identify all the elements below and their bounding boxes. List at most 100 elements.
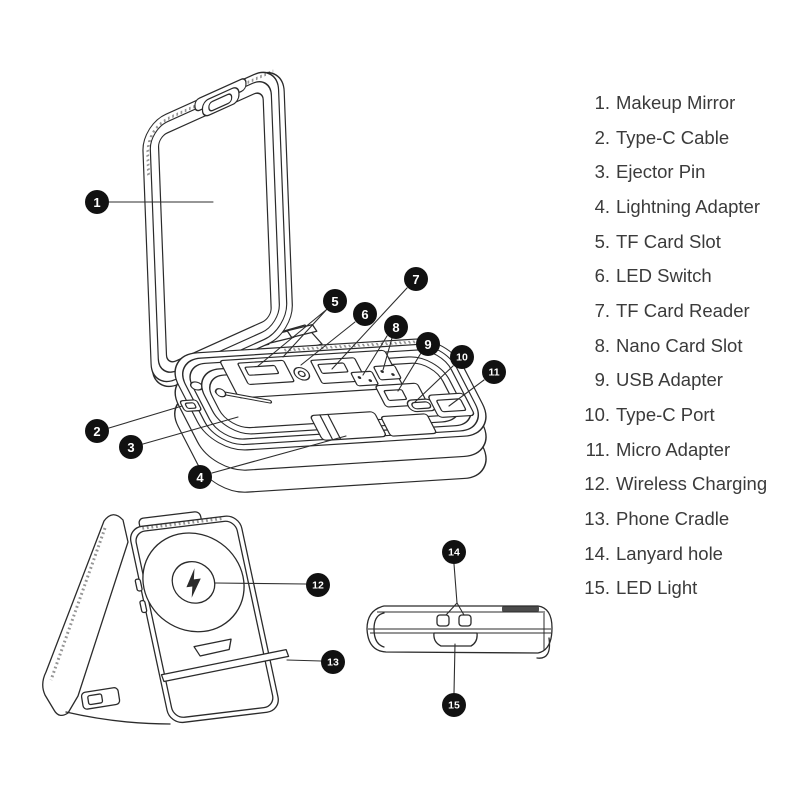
leader-line-3 <box>142 416 239 445</box>
legend-item-6: 6. LED Switch <box>566 259 786 294</box>
legend-item-label: Micro Adapter <box>616 438 731 460</box>
leader-line-8 <box>362 335 393 376</box>
svg-text:6: 6 <box>361 307 368 322</box>
makeup-mirror <box>157 92 272 363</box>
svg-text:10: 10 <box>456 352 468 364</box>
marker-10: 10 <box>450 345 474 369</box>
marker-4: 4 <box>188 465 212 489</box>
leader-line-14 <box>445 563 465 616</box>
legend-item-1: 1. Makeup Mirror <box>566 86 786 121</box>
legend-item-number: 10. <box>584 403 610 425</box>
leader-line-2 <box>108 405 183 429</box>
legend-item-label: Type-C Port <box>616 403 715 425</box>
legend-item-number: 2. <box>594 126 610 148</box>
stand-front-panel <box>129 511 290 724</box>
marker-12: 12 <box>306 573 330 597</box>
legend-item-number: 1. <box>594 92 610 113</box>
marker-3: 3 <box>119 435 143 459</box>
legend-item-label: TF Card Reader <box>616 299 750 321</box>
legend-item-number: 6. <box>594 265 610 287</box>
legend-item-label: Nano Card Slot <box>616 334 743 356</box>
svg-text:15: 15 <box>448 700 460 712</box>
legend-item-label: LED Light <box>616 577 698 599</box>
legend-item-number: 5. <box>594 230 610 252</box>
legend: 1. Makeup Mirror 2. Type-C Cable 3. Ejector… <box>566 86 786 606</box>
svg-text:11: 11 <box>488 367 499 379</box>
leader-line-9 <box>397 352 422 392</box>
svg-text:2: 2 <box>93 424 100 439</box>
legend-item-number: 11. <box>585 438 610 460</box>
legend-item-label: Type-C Cable <box>616 126 730 148</box>
legend-item-label: Ejector Pin <box>616 161 706 183</box>
case-lid <box>142 69 293 388</box>
leader-line-5 <box>257 307 329 367</box>
svg-text:12: 12 <box>312 580 324 592</box>
legend-item-label: LED Switch <box>616 265 712 287</box>
svg-text:13: 13 <box>327 657 339 669</box>
led-light-latch <box>433 632 478 647</box>
svg-text:1: 1 <box>93 195 100 210</box>
legend-item-number: 3. <box>594 161 610 183</box>
legend-item-number: 12. <box>584 473 610 495</box>
case-side-view <box>366 605 553 659</box>
legend-item-15: 15. LED Light <box>566 571 786 606</box>
svg-text:9: 9 <box>424 337 431 352</box>
marker-5: 5 <box>323 289 347 313</box>
nano-card-slot <box>350 370 379 387</box>
adapter-block <box>380 413 437 437</box>
side-button <box>134 578 143 592</box>
legend-item-number: 4. <box>594 195 610 217</box>
svg-text:8: 8 <box>392 320 399 335</box>
cradle-notch <box>193 638 232 657</box>
legend-item-number: 8. <box>594 334 610 356</box>
leader-line-7 <box>331 287 408 370</box>
marker-6: 6 <box>353 302 377 326</box>
marker-2: 2 <box>85 419 109 443</box>
legend-item-11: 11. Micro Adapter <box>566 433 786 468</box>
leader-lines <box>108 201 485 694</box>
marker-13: 13 <box>321 650 345 674</box>
svg-text:5: 5 <box>331 294 338 309</box>
legend-item-14: 14. Lanyard hole <box>566 537 786 572</box>
marker-9: 9 <box>416 332 440 356</box>
side-button <box>139 599 148 614</box>
legend-item-9: 9.USB Adapter <box>566 363 786 398</box>
marker-11: 11 <box>482 360 506 384</box>
leader-line-10 <box>414 365 454 403</box>
legend-item-4: 4. Lightning Adapter <box>566 190 786 225</box>
lanyard-hole <box>436 614 450 627</box>
svg-text:14: 14 <box>448 547 460 559</box>
svg-text:7: 7 <box>412 272 419 287</box>
legend-item-3: 3. Ejector Pin <box>566 155 786 190</box>
legend-item-10: 10. Type-C Port <box>566 398 786 433</box>
legend-item-13: 13.Phone Cradle <box>566 502 786 537</box>
legend-item-12: 12. Wireless Charging <box>566 467 786 502</box>
lanyard-hole <box>458 614 472 627</box>
legend-item-5: 5.TF Card Slot <box>566 225 786 260</box>
stand-foot-connector <box>80 687 121 710</box>
leader-line-6 <box>300 321 356 366</box>
case-tray <box>174 338 487 493</box>
legend-item-number: 9. <box>594 369 610 391</box>
leader-line-15 <box>453 643 456 694</box>
lightning-bolt-icon <box>186 568 201 598</box>
marker-7: 7 <box>404 267 428 291</box>
legend-item-label: Lightning Adapter <box>616 195 761 217</box>
leader-line-11 <box>448 379 485 407</box>
svg-text:3: 3 <box>127 440 134 455</box>
legend-item-label: Phone Cradle <box>616 507 730 529</box>
phone-cradle-ledge <box>160 648 290 683</box>
legend-item-number: 14. <box>584 542 610 564</box>
marker-15: 15 <box>442 693 466 717</box>
legend-item-number: 15. <box>584 577 610 599</box>
legend-item-label: Lanyard hole <box>616 542 723 564</box>
legend-item-label: Wireless Charging <box>616 473 768 495</box>
svg-text:4: 4 <box>196 470 204 485</box>
marker-1: 1 <box>85 190 109 214</box>
legend-item-label: Makeup Mirror <box>616 92 736 113</box>
stand-back-leg <box>42 514 171 725</box>
leader-line-12 <box>214 582 307 585</box>
marker-14: 14 <box>442 540 466 564</box>
